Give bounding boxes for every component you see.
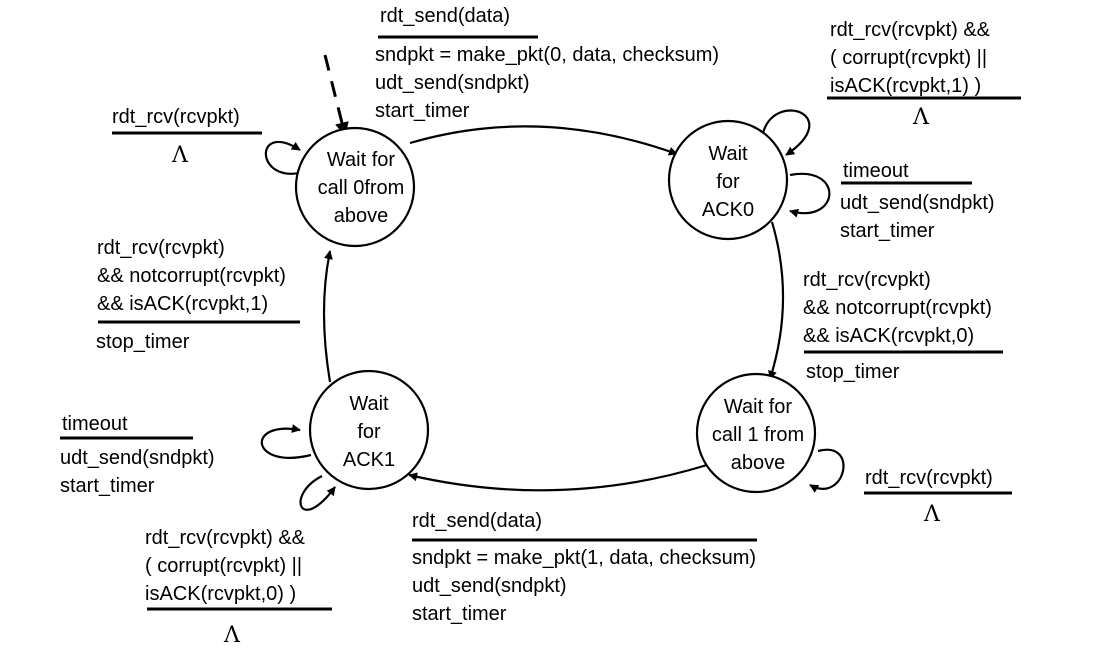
event-label: ( corrupt(rcvpkt) || <box>830 47 987 69</box>
transition-ack0-ok: rdt_rcv(rcvpkt) && notcorrupt(rcvpkt) &&… <box>803 269 1003 383</box>
edge-send0 <box>409 125 678 156</box>
state-label-line: call 1 from <box>712 424 804 446</box>
event-label: && isACK(rcvpkt,0) <box>803 325 974 347</box>
transition-send0: rdt_send(data) sndpkt = make_pkt(0, data… <box>375 5 719 122</box>
state-wait-call0: Wait for call 0from above <box>294 126 416 248</box>
lambda-label: Λ <box>171 143 189 168</box>
state-label-line: call 0from <box>318 177 405 199</box>
state-label-line: Wait <box>349 393 389 415</box>
event-label: isACK(rcvpkt,1) ) <box>830 75 981 97</box>
action-label: sndpkt = make_pkt(1, data, checksum) <box>412 547 756 569</box>
event-label: rdt_rcv(rcvpkt) && <box>145 527 306 549</box>
initial-arrow <box>323 54 349 137</box>
lambda-label: Λ <box>923 502 941 527</box>
event-label: isACK(rcvpkt,0) ) <box>145 583 296 605</box>
state-label-line: above <box>334 205 389 227</box>
action-label: udt_send(sndpkt) <box>375 72 530 94</box>
action-label: stop_timer <box>96 331 190 353</box>
transition-rcv-wait0: rdt_rcv(rcvpkt) Λ <box>112 106 262 168</box>
state-label-line: for <box>357 421 381 443</box>
action-label: udt_send(sndpkt) <box>840 192 995 214</box>
loop-ack0-top <box>761 109 811 156</box>
state-label-line: Wait for <box>724 396 792 418</box>
transition-timeout0: timeout udt_send(sndpkt) start_timer <box>840 160 995 242</box>
action-label: stop_timer <box>806 361 900 383</box>
action-label: start_timer <box>840 220 935 242</box>
event-label: rdt_send(data) <box>412 510 542 532</box>
state-label-line: above <box>731 452 786 474</box>
event-label: rdt_rcv(rcvpkt) <box>112 106 240 128</box>
action-label: udt_send(sndpkt) <box>60 447 215 469</box>
state-label-line: for <box>716 171 740 193</box>
transition-timeout1: timeout udt_send(sndpkt) start_timer <box>60 413 215 497</box>
transition-send1: rdt_send(data) sndpkt = make_pkt(1, data… <box>412 510 757 625</box>
state-label-line: Wait for <box>327 149 395 171</box>
lambda-label: Λ <box>223 623 241 648</box>
loop-ack0-right <box>789 172 831 218</box>
state-label-line: ACK0 <box>702 199 754 221</box>
event-label: rdt_rcv(rcvpkt) <box>97 237 225 259</box>
event-label: timeout <box>843 160 909 182</box>
event-label: rdt_rcv(rcvpkt) <box>865 467 993 489</box>
edge-send1 <box>408 463 708 492</box>
event-label: timeout <box>62 413 128 435</box>
loop-wait1 <box>809 448 845 493</box>
event-label: rdt_rcv(rcvpkt) <box>803 269 931 291</box>
edge-ack1-ok <box>322 250 333 383</box>
action-label: start_timer <box>412 603 507 625</box>
event-label: ( corrupt(rcvpkt) || <box>145 555 302 577</box>
event-label: && notcorrupt(rcvpkt) <box>97 265 286 287</box>
edge-ack0-ok <box>768 221 785 380</box>
action-label: start_timer <box>375 100 470 122</box>
event-label: && notcorrupt(rcvpkt) <box>803 297 992 319</box>
transition-ack0-bad: rdt_rcv(rcvpkt) && ( corrupt(rcvpkt) || … <box>827 19 1021 130</box>
event-label: && isACK(rcvpkt,1) <box>97 293 268 315</box>
event-label: rdt_send(data) <box>380 5 510 27</box>
loop-wait0 <box>264 141 304 175</box>
loop-ack1-left <box>260 424 312 459</box>
loop-ack1-bottom <box>299 475 336 511</box>
state-label-line: Wait <box>708 143 748 165</box>
action-label: sndpkt = make_pkt(0, data, checksum) <box>375 44 719 66</box>
state-wait-ack0: Wait for ACK0 <box>667 119 789 241</box>
transition-ack1-ok: rdt_rcv(rcvpkt) && notcorrupt(rcvpkt) &&… <box>96 237 300 353</box>
transition-rcv-wait1: rdt_rcv(rcvpkt) Λ <box>864 467 1012 527</box>
state-wait-call1: Wait for call 1 from above <box>695 372 817 494</box>
action-label: udt_send(sndpkt) <box>412 575 567 597</box>
event-label: rdt_rcv(rcvpkt) && <box>830 19 991 41</box>
lambda-label: Λ <box>912 105 930 130</box>
transition-ack1-bad: rdt_rcv(rcvpkt) && ( corrupt(rcvpkt) || … <box>145 527 332 648</box>
state-wait-ack1: Wait for ACK1 <box>308 369 430 491</box>
action-label: start_timer <box>60 475 155 497</box>
state-label-line: ACK1 <box>343 449 395 471</box>
